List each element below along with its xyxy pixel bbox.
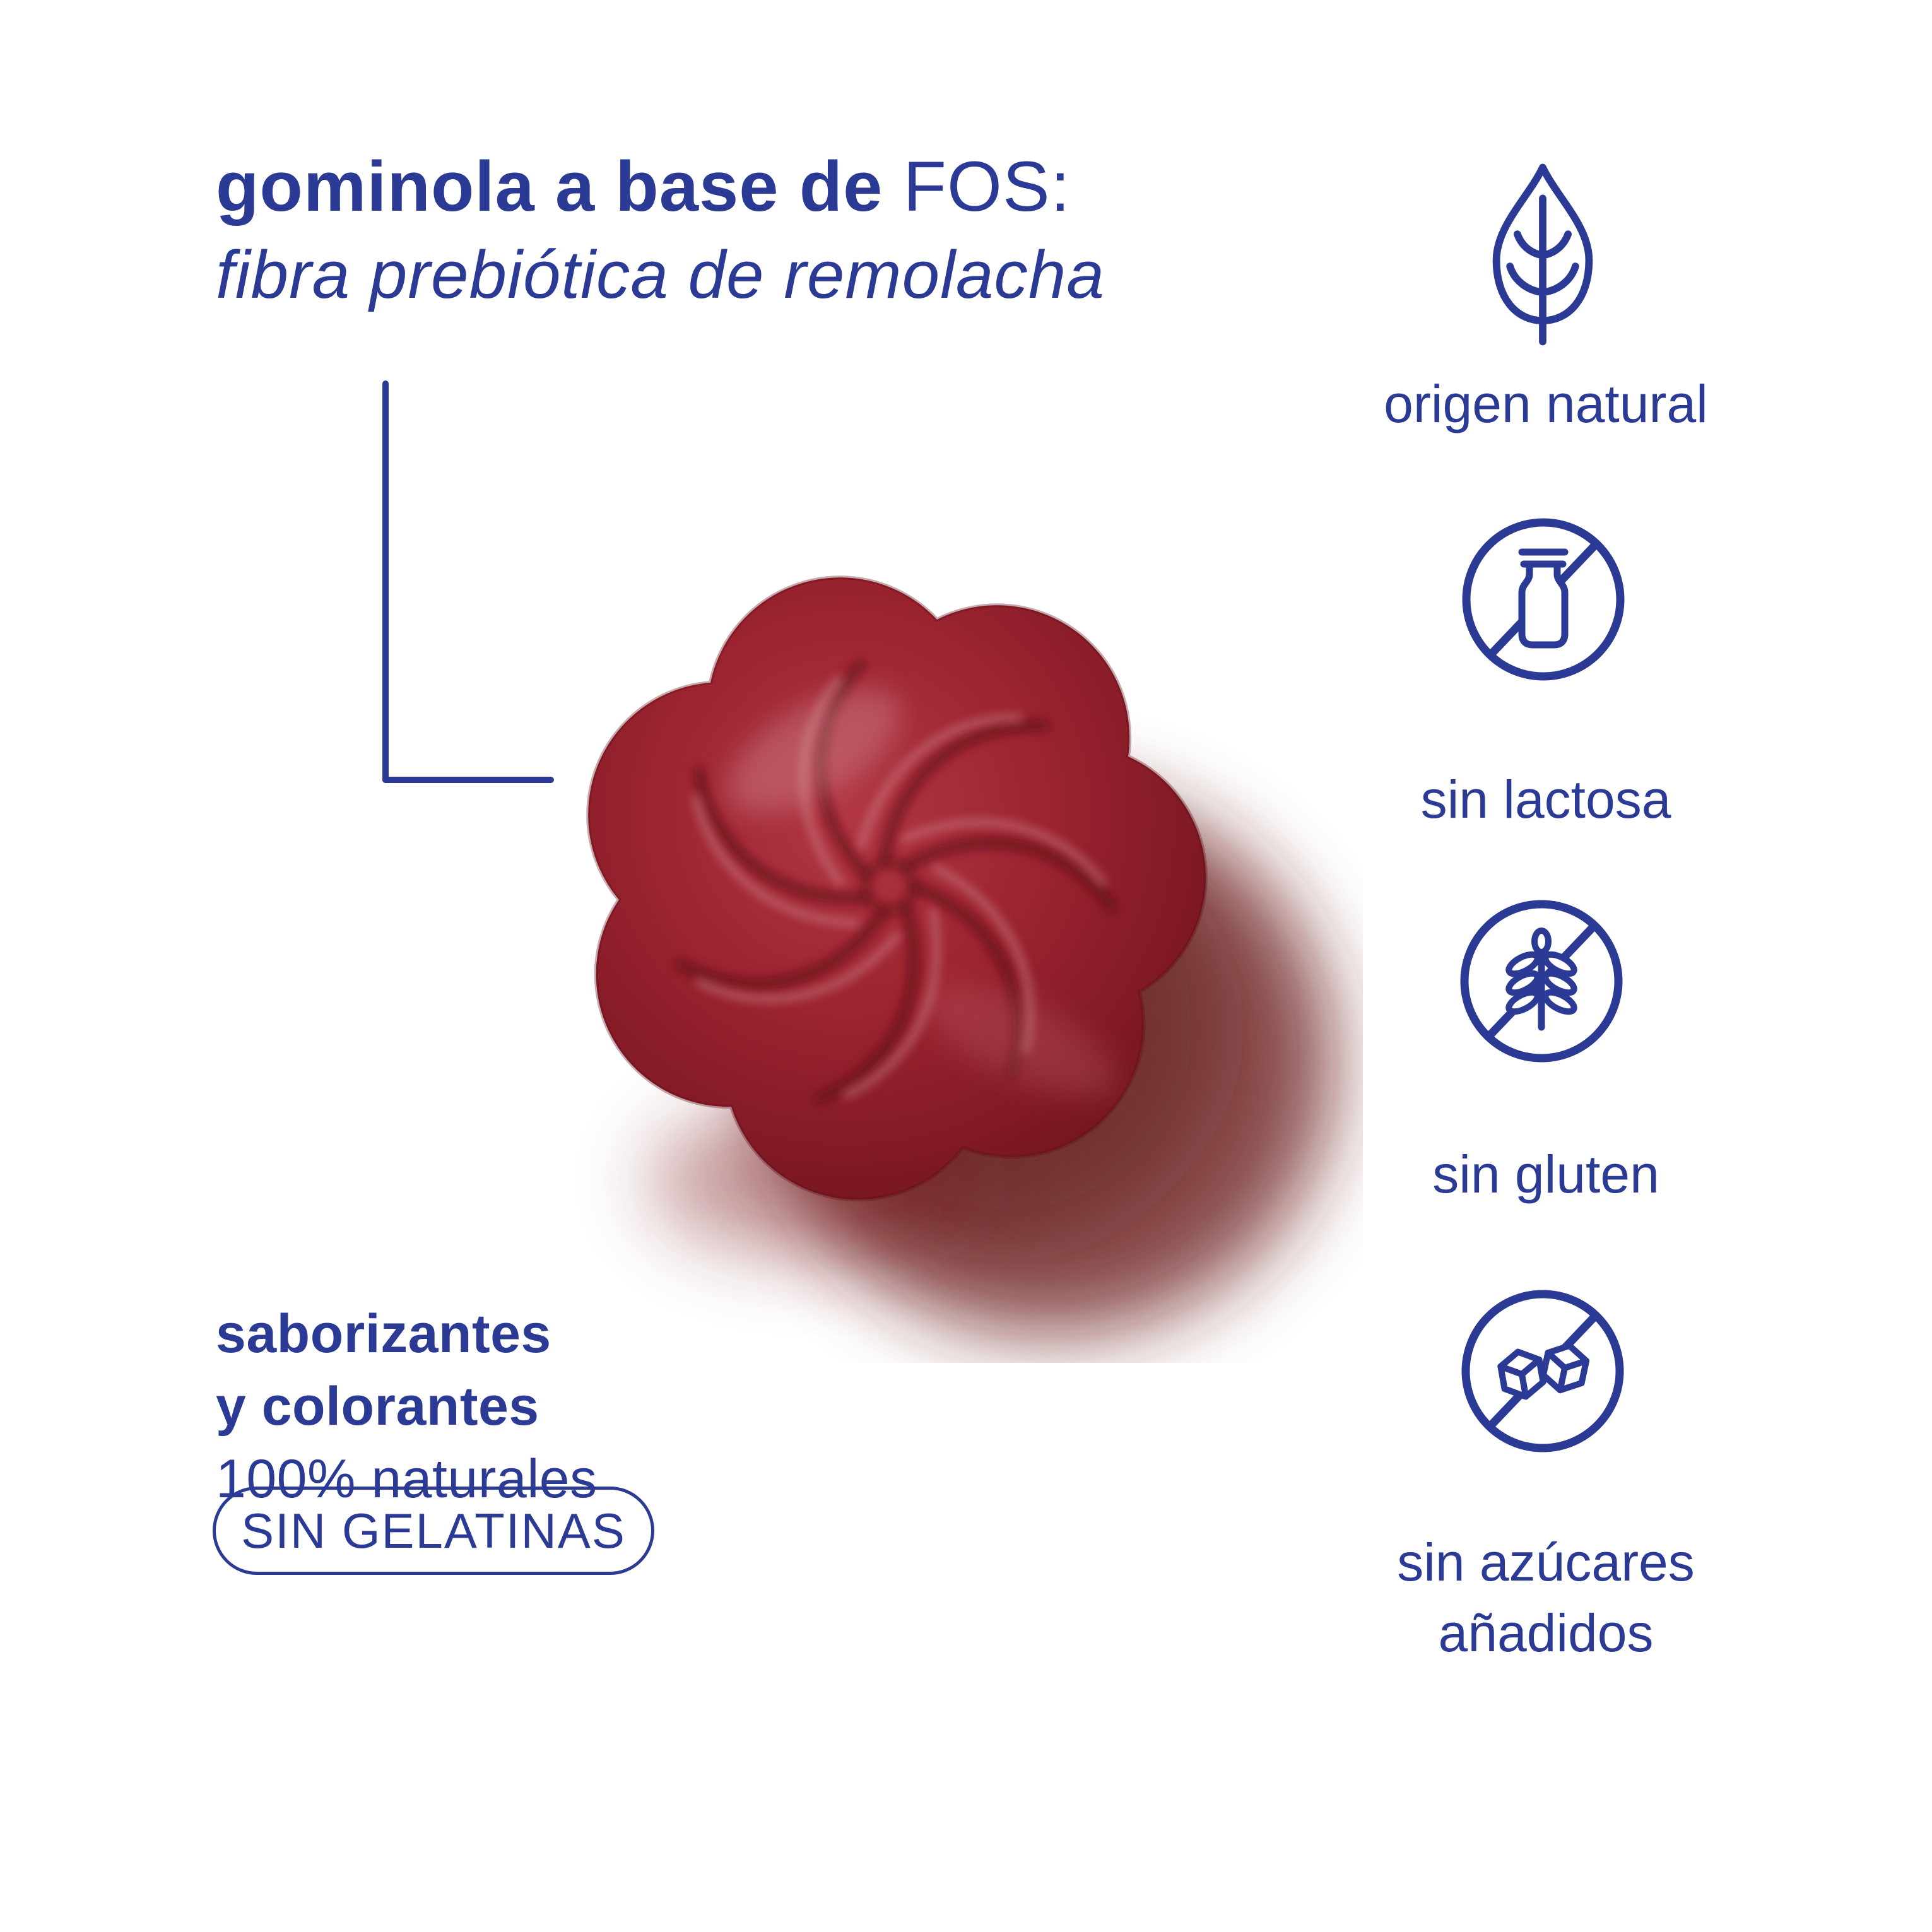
benefit-label-sin-azucares-line1: sin azúcares: [1397, 1533, 1695, 1592]
note-line-3: 100% naturales: [216, 1449, 598, 1509]
benefit-label-sin-azucares-line2: añadidos: [1438, 1603, 1654, 1663]
title-fos-part: FOS:: [903, 147, 1071, 226]
gummy-body: [586, 575, 1208, 1202]
title-bold-part: gominola a base de: [216, 147, 904, 226]
benefit-label-sin-gluten: sin gluten: [1432, 1145, 1659, 1204]
callout-connector-horizontal-line: [382, 777, 554, 783]
gummy-product-image: [586, 575, 1334, 1336]
ingredients-note: saborizantes y colorantes 100% naturales: [216, 1298, 598, 1516]
page-subtitle: fibra prebiótica de remolacha: [216, 237, 1105, 312]
benefit-label-sin-lactosa: sin lactosa: [1420, 770, 1671, 829]
no-gluten-icon: [1460, 900, 1623, 1063]
natural-leaf-icon: [1492, 163, 1593, 346]
no-gelatin-badge: SIN GELATINAS: [213, 1487, 654, 1575]
no-gelatin-badge-label: SIN GELATINAS: [241, 1502, 626, 1558]
note-line-2: y colorantes: [216, 1376, 539, 1437]
benefit-label-origen-natural: origen natural: [1384, 374, 1708, 433]
no-added-sugar-icon: [1461, 1290, 1624, 1452]
callout-connector-vertical-line: [382, 380, 389, 783]
benefit-label-sin-azucares: sin azúcares añadidos: [1325, 1527, 1767, 1668]
note-line-1: saborizantes: [216, 1304, 551, 1364]
no-lactose-icon: [1462, 518, 1625, 681]
page-title: gominola a base de FOS:: [216, 151, 1071, 222]
